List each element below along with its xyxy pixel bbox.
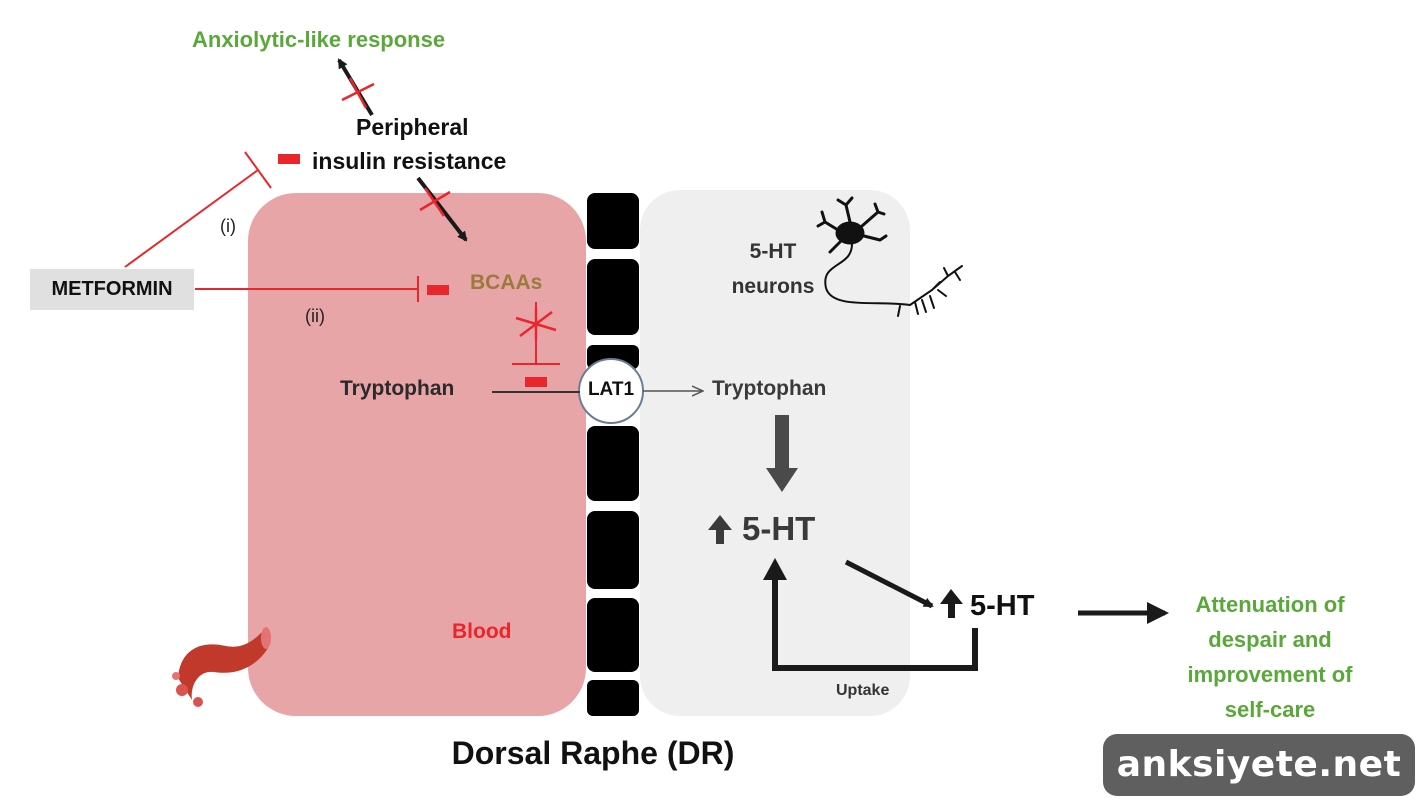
metformin-box: [30, 269, 194, 310]
uptake-loop: [772, 578, 978, 671]
roman-ii-label: (ii): [305, 306, 325, 326]
serotonin-inner-label: 5-HT: [742, 510, 816, 547]
peripheral-label-line2: insulin resistance: [312, 148, 507, 174]
minus-sign-lat1: [525, 377, 547, 387]
outcome-label-line2: despair and: [1208, 627, 1332, 652]
uptake-arrowhead: [763, 558, 787, 580]
lat1-label: LAT1: [587, 379, 635, 400]
serotonin-release-arrow: [844, 559, 934, 609]
blood-brain-barrier: [587, 193, 639, 716]
blood-vessel-icon: [172, 627, 271, 707]
blood-panel: [248, 193, 586, 716]
outcome-label-line4: self-care: [1224, 697, 1316, 722]
bcaas-label: BCAAs: [470, 271, 543, 294]
tryptophan-brain-label: Tryptophan: [712, 377, 827, 400]
roman-i-label: (i): [220, 216, 236, 236]
neurons-label-line1: 5-HT: [749, 240, 797, 263]
region-title: Dorsal Raphe (DR): [451, 735, 735, 771]
increase-arrow-outer: [940, 589, 963, 618]
block-cross-bcaas: [419, 187, 451, 217]
increase-arrow-inner: [708, 515, 732, 544]
inhibit-bar-i: [244, 151, 272, 189]
serotonin-outer-label: 5-HT: [970, 590, 1035, 622]
site-watermark: anksiyete.net: [1103, 734, 1415, 796]
anxiolytic-response-label: Anxiolytic-like response: [192, 27, 446, 52]
neurons-label-line2: neurons: [731, 275, 815, 298]
neuron-icon: [816, 196, 963, 317]
metformin-inhibit-line-i: [124, 169, 259, 268]
minus-sign-ii: [427, 285, 449, 295]
peripheral-label-line1: Peripheral: [356, 114, 469, 140]
tryptophan-to-serotonin-arrow: [766, 415, 798, 492]
metformin-label: METFORMIN: [51, 278, 173, 300]
blood-label: Blood: [452, 620, 512, 643]
block-cross-bcaas-lat1: [515, 308, 557, 340]
uptake-label: Uptake: [836, 682, 890, 699]
minus-sign-i: [278, 154, 300, 164]
block-cross-anxiolytic: [341, 77, 375, 109]
outcome-label-line3: improvement of: [1187, 662, 1353, 687]
tryptophan-blood-label: Tryptophan: [340, 377, 455, 400]
outcome-label-line1: Attenuation of: [1195, 592, 1345, 617]
